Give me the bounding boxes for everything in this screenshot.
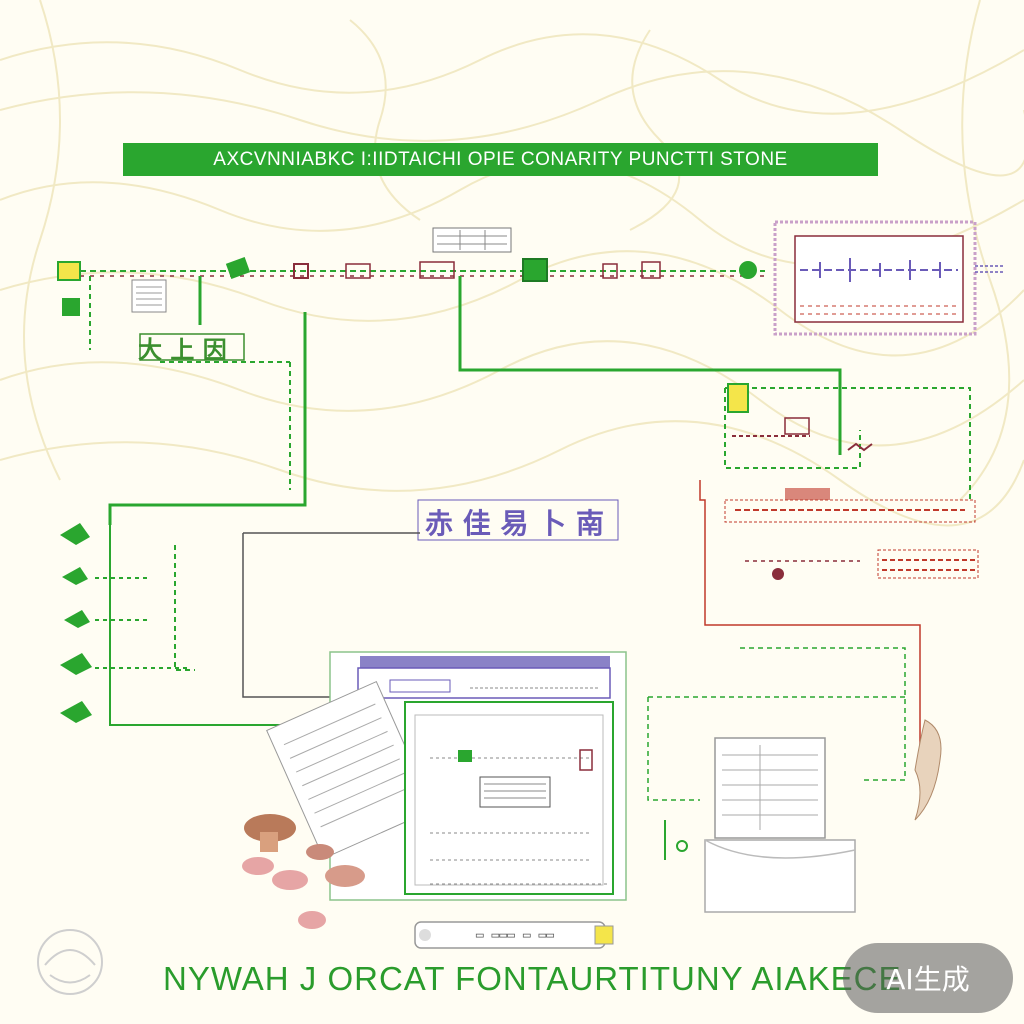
plant-icon	[64, 610, 90, 628]
node-leaf-b	[739, 261, 757, 279]
node-box-a	[293, 263, 309, 279]
dashed-connectors-upper	[89, 276, 971, 500]
right-dashed-connectors	[647, 647, 906, 801]
lower-left-connectors	[109, 525, 420, 726]
background-pattern	[0, 0, 1024, 527]
footer-text: NYWAH J ORCAT FONTAURTITUNY AIAKECE	[163, 960, 902, 997]
right-edge-figure	[914, 719, 942, 821]
organic-shapes	[242, 814, 365, 929]
diagram-title: AXCVNNIABKC I:IIDTAICHI OPIE CONARITY PU…	[123, 143, 878, 176]
small-figure	[664, 820, 688, 860]
document-stack	[266, 651, 627, 901]
flow-nodes	[57, 227, 757, 316]
center-label-box	[417, 499, 619, 541]
node-table-top	[432, 227, 512, 253]
node-leaf-a	[225, 257, 251, 279]
top-right-chart-panel	[773, 220, 1005, 336]
left-node-label: 大 上 因	[138, 335, 227, 364]
node-box-e	[641, 261, 661, 279]
node-left-second	[62, 298, 80, 316]
main-flow-line	[60, 270, 765, 277]
right-red-connector	[699, 480, 921, 760]
node-doc-a-lines	[136, 286, 162, 306]
node-box-d	[602, 263, 618, 279]
laptop-figure	[704, 737, 856, 913]
test-tube	[414, 921, 614, 949]
node-box-c	[419, 261, 455, 279]
node-green-square	[522, 258, 548, 282]
plant-icon	[62, 567, 88, 585]
node-left-top	[57, 261, 81, 281]
bottom-left-logo	[37, 929, 103, 995]
green-connectors-upper	[108, 276, 842, 525]
right-red-blocks	[724, 488, 979, 580]
plant-icon	[60, 523, 90, 545]
ai-generated-watermark: AI生成	[843, 943, 1013, 1013]
left-plant-icons	[60, 523, 92, 723]
node-doc-a	[131, 279, 167, 313]
plant-icon	[60, 653, 92, 675]
mid-right-cluster	[727, 383, 873, 452]
node-box-b	[345, 263, 371, 279]
tube-label: ▭ ▭▭▭ ▭ ▭▭	[475, 927, 555, 943]
left-label-box	[139, 333, 245, 361]
center-node-label: 赤 佳 易 卜 南	[425, 507, 604, 540]
plant-icon	[60, 701, 92, 723]
left-plant-dashes	[95, 577, 190, 669]
